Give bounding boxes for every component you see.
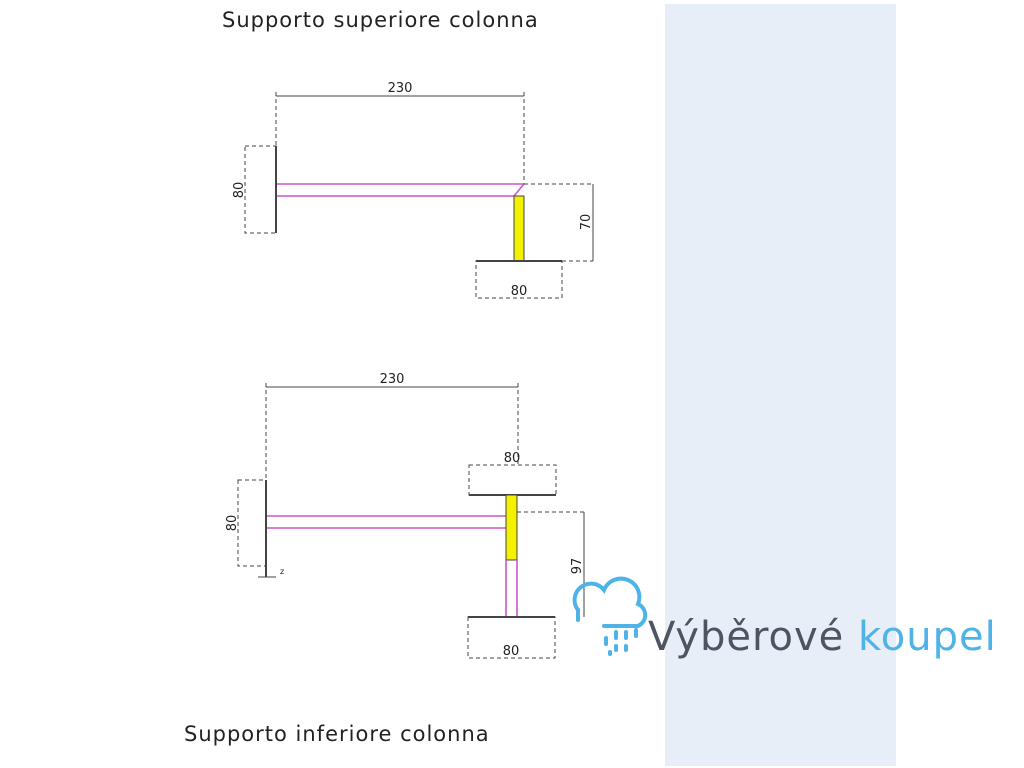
bottom-dim-top-box: [468, 464, 557, 496]
top-dim-width-label: 230: [388, 81, 413, 96]
water-drops: [604, 628, 638, 656]
brand-name-part1: Výběrové: [648, 614, 845, 660]
top-dim-width: 230: [275, 81, 525, 185]
bottom-dim-top-label: 80: [504, 451, 521, 466]
cloud-outline: [572, 576, 648, 628]
bottom-small-label: z: [280, 567, 284, 576]
top-diagram: 230 80 70 80: [232, 81, 594, 299]
top-dim-base-box: [475, 260, 563, 299]
top-arm-elbow: [513, 183, 525, 197]
brand-logo: Výběrové koupel: [568, 570, 1024, 662]
top-dim-wall-box: [244, 145, 277, 234]
brand-name: Výběrové koupel: [648, 614, 997, 660]
brand-name-part2: koupel: [858, 614, 997, 660]
top-dim-base-label: 80: [511, 284, 528, 299]
top-dim-height-label: 70: [579, 214, 594, 231]
bottom-diagram: 230 80 z 80 97 80: [225, 372, 585, 659]
side-panel: [665, 4, 896, 766]
bottom-dim-wall-box: [237, 479, 267, 567]
shower-cloud-icon: [572, 576, 648, 656]
title-top-support: Supporto superiore colonna: [222, 8, 539, 32]
title-bottom-support: Supporto inferiore colonna: [184, 722, 490, 746]
top-column-segment: [513, 195, 525, 262]
bottom-dim-base-box: [467, 616, 556, 659]
bottom-dim-wall-label: 80: [225, 515, 240, 532]
bottom-column-yellow: [505, 494, 518, 561]
bottom-dim-width-label: 230: [380, 372, 405, 387]
bottom-dim-height-label: 97: [570, 558, 585, 575]
bottom-dim-base-label: 80: [503, 644, 520, 659]
top-dim-wall-label: 80: [232, 182, 247, 199]
